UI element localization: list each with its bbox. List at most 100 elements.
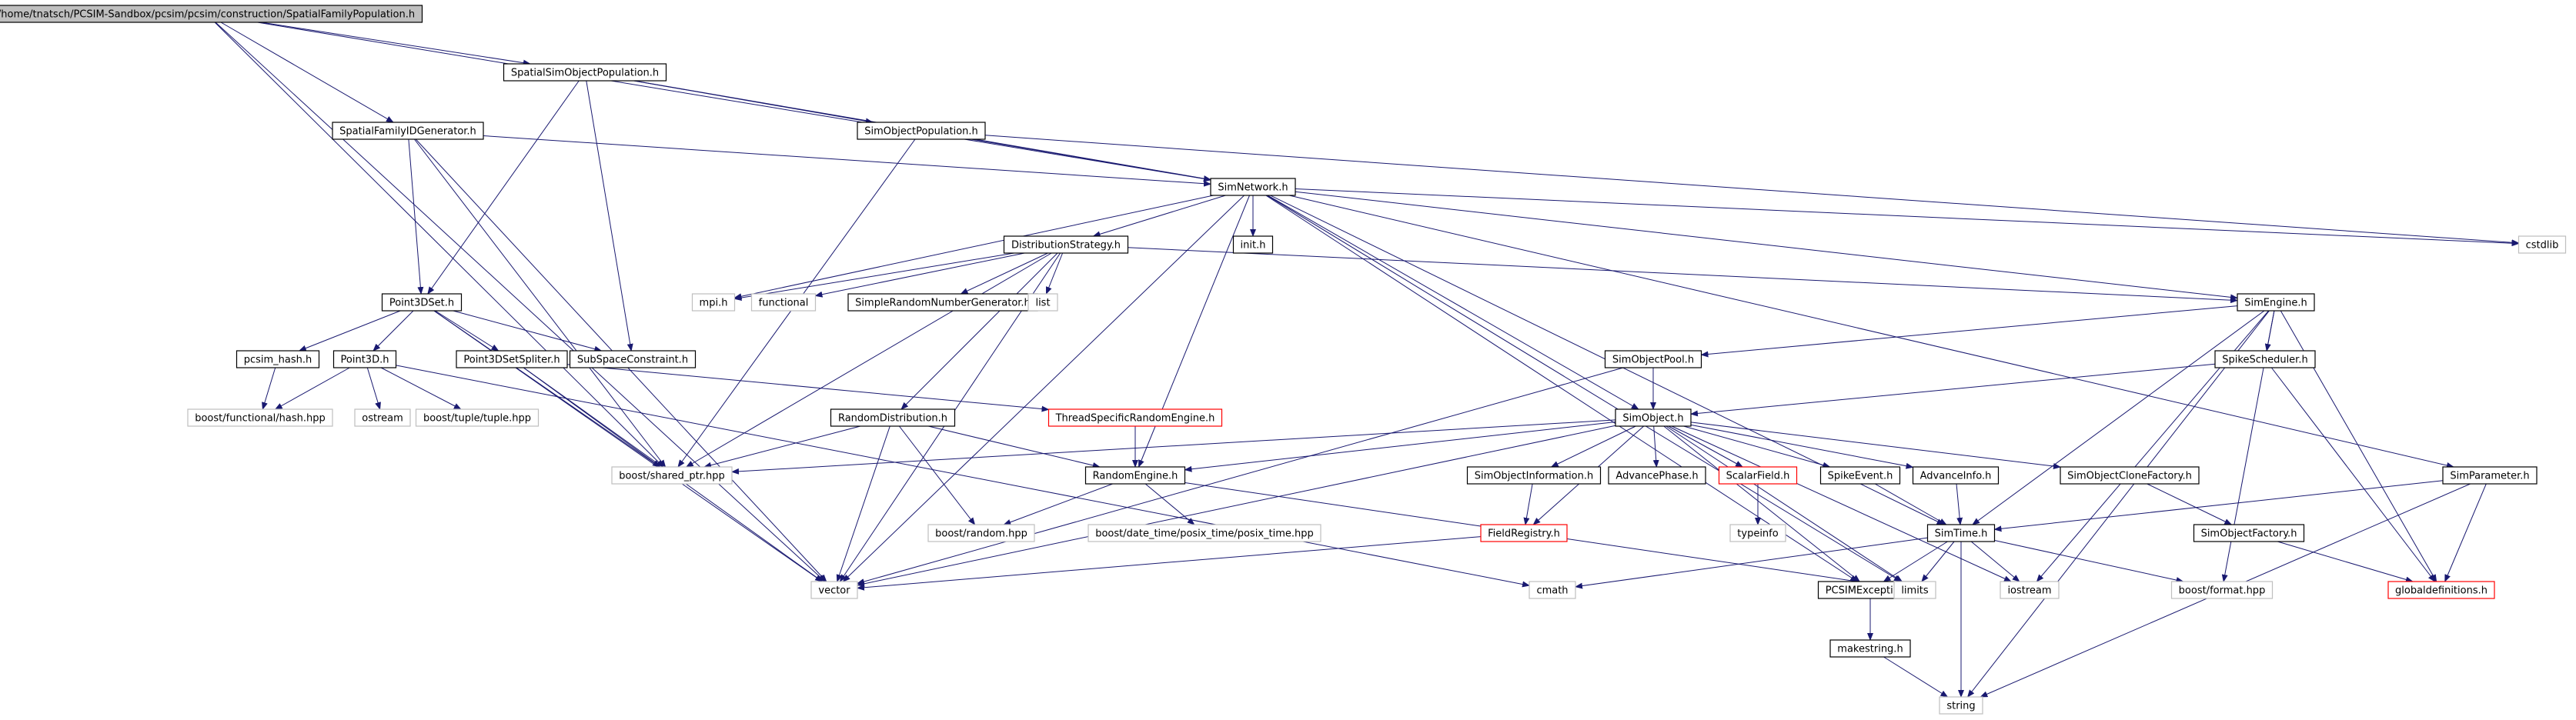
edge-SO-to-PCE <box>1663 425 1860 582</box>
edge-SE-to-SOPool <box>1700 305 2238 358</box>
node-label: /home/tnatsch/PCSIM-Sandbox/pcsim/pcsim/… <box>0 9 415 21</box>
edge-SN-to-PCE <box>1265 195 1859 582</box>
node-box <box>1718 466 1798 485</box>
node-bfh[interactable]: boost/functional/hash.hpp <box>187 408 333 427</box>
edge-RD-to-bsp <box>703 425 861 468</box>
edge-SE-to-string <box>1966 310 2270 698</box>
edge-SpE-to-ST <box>1874 483 1947 525</box>
node-box <box>810 581 858 599</box>
node-se[interactable]: SimEngine.h <box>2237 293 2315 312</box>
node-sfig[interactable]: SpatialFamilyIDGenerator.h <box>332 122 484 140</box>
node-ostream[interactable]: ostream <box>354 408 411 427</box>
node-bdt[interactable]: boost/date_time/posix_time/posix_time.hp… <box>1088 524 1321 542</box>
node-list[interactable]: list <box>1027 293 1058 312</box>
edge-SO-to-SOI <box>1550 425 1636 468</box>
node-box <box>332 122 484 140</box>
node-functional[interactable]: functional <box>750 293 817 312</box>
node-cstdlib[interactable]: cstdlib <box>2518 235 2567 254</box>
node-btuple[interactable]: boost/tuple/tuple.hpp <box>415 408 540 427</box>
edge-SFIG-to-bsp <box>414 138 667 468</box>
node-tsre[interactable]: ThreadSpecificRandomEngine.h <box>1047 408 1223 427</box>
node-box <box>332 350 397 368</box>
node-box <box>1466 466 1602 485</box>
node-label: boost/tuple/tuple.hpp <box>423 413 531 425</box>
node-ap[interactable]: AdvancePhase.h <box>1608 466 1706 485</box>
edge-ST-to-limits <box>1921 541 1955 582</box>
node-label: SimNetwork.h <box>1218 182 1288 194</box>
node-label: PCSIMException.h <box>1826 585 1916 597</box>
node-bformat[interactable]: boost/format.hpp <box>2170 581 2274 599</box>
node-label: makestring.h <box>1837 644 1903 655</box>
node-limits[interactable]: limits <box>1893 581 1936 599</box>
node-st[interactable]: SimTime.h <box>1926 524 1996 542</box>
edge-SSOP-to-P3DS <box>427 80 580 295</box>
node-box <box>0 5 423 23</box>
edge-SO-to-SOCF <box>1690 422 2061 469</box>
node-box <box>1210 178 1296 196</box>
node-ai[interactable]: AdvanceInfo.h <box>1912 466 2000 485</box>
node-sop[interactable]: SimObjectPopulation.h <box>857 122 986 140</box>
edge-P3D-to-cmath <box>396 365 1530 588</box>
node-makestring[interactable]: makestring.h <box>1829 639 1911 658</box>
node-spe[interactable]: SpikeEvent.h <box>1819 466 1901 485</box>
node-pcsimhash[interactable]: pcsim_hash.h <box>236 350 320 368</box>
node-mpih[interactable]: mpi.h <box>691 293 736 312</box>
node-ds[interactable]: DistributionStrategy.h <box>1003 235 1129 254</box>
node-sof[interactable]: SimObjectFactory.h <box>2193 524 2305 542</box>
edge-RD-to-vector <box>836 425 890 582</box>
file-nodes: /home/tnatsch/PCSIM-Sandbox/pcsim/pcsim/… <box>0 5 2567 715</box>
node-label: Point3DSetSpliter.h <box>463 355 560 366</box>
node-p3dss[interactable]: Point3DSetSpliter.h <box>456 350 568 368</box>
node-socf[interactable]: SimObjectCloneFactory.h <box>2060 466 2200 485</box>
node-label: string <box>1946 701 1975 712</box>
edge-root-to-bsp <box>214 22 664 468</box>
edge-SO-to-bsp <box>731 419 1616 475</box>
node-so[interactable]: SimObject.h <box>1615 408 1692 427</box>
node-rd[interactable]: RandomDistribution.h <box>830 408 956 427</box>
node-fr[interactable]: FieldRegistry.h <box>1480 524 1568 542</box>
edge-root-to-SN <box>257 22 1211 182</box>
edge-SS-to-globaldef <box>2271 367 2436 582</box>
node-srng[interactable]: SimpleRandomNumberGenerator.h <box>847 293 1038 312</box>
node-sn[interactable]: SimNetwork.h <box>1210 178 1296 196</box>
node-globaldef[interactable]: globaldefinitions.h <box>2387 581 2495 599</box>
node-string[interactable]: string <box>1939 696 1983 715</box>
node-re[interactable]: RandomEngine.h <box>1084 466 1186 485</box>
node-sopool[interactable]: SimObjectPool.h <box>1604 350 1702 368</box>
edge-RE-to-brandom <box>1003 483 1113 525</box>
node-label: SimObject.h <box>1622 413 1683 425</box>
node-box <box>1480 524 1568 542</box>
edge-RD-to-brandom <box>899 425 976 525</box>
node-vector[interactable]: vector <box>810 581 858 599</box>
node-box <box>927 524 1035 542</box>
node-sf[interactable]: ScalarField.h <box>1718 466 1798 485</box>
node-root[interactable]: /home/tnatsch/PCSIM-Sandbox/pcsim/pcsim/… <box>0 5 423 23</box>
node-p3d[interactable]: Point3D.h <box>332 350 397 368</box>
node-spar[interactable]: SimParameter.h <box>2442 466 2538 485</box>
node-inith[interactable]: init.h <box>1232 235 1274 254</box>
node-bsp[interactable]: boost/shared_ptr.hpp <box>611 466 733 485</box>
edge-SOF-to-globaldef <box>2277 541 2414 583</box>
node-p3ds[interactable]: Point3DSet.h <box>381 293 463 312</box>
node-iostream[interactable]: iostream <box>2000 581 2060 599</box>
node-label: SimObjectPopulation.h <box>864 126 978 138</box>
node-ssc[interactable]: SubSpaceConstraint.h <box>569 350 697 368</box>
node-label: FieldRegistry.h <box>1488 528 1560 540</box>
node-ssop[interactable]: SpatialSimObjectPopulation.h <box>503 63 667 82</box>
node-label: SpikeEvent.h <box>1828 471 1893 482</box>
node-typeinfo[interactable]: typeinfo <box>1729 524 1786 542</box>
node-brandom[interactable]: boost/random.hpp <box>927 524 1035 542</box>
node-cmath[interactable]: cmath <box>1529 581 1576 599</box>
edge-SSOP-to-SSC <box>586 80 633 352</box>
node-label: SpikeScheduler.h <box>2222 355 2307 366</box>
edge-root-to-SSOP <box>261 22 531 66</box>
node-box <box>830 408 956 427</box>
edge-SO-to-AI <box>1690 424 1914 469</box>
node-soi[interactable]: SimObjectInformation.h <box>1466 466 1602 485</box>
node-box <box>1232 235 1274 254</box>
node-box <box>691 293 736 312</box>
node-ss[interactable]: SpikeScheduler.h <box>2214 350 2316 368</box>
edge-SO-to-iostream <box>1671 425 2012 582</box>
edge-DS-to-SE <box>1128 247 2238 304</box>
node-label: SimpleRandomNumberGenerator.h <box>855 298 1031 309</box>
